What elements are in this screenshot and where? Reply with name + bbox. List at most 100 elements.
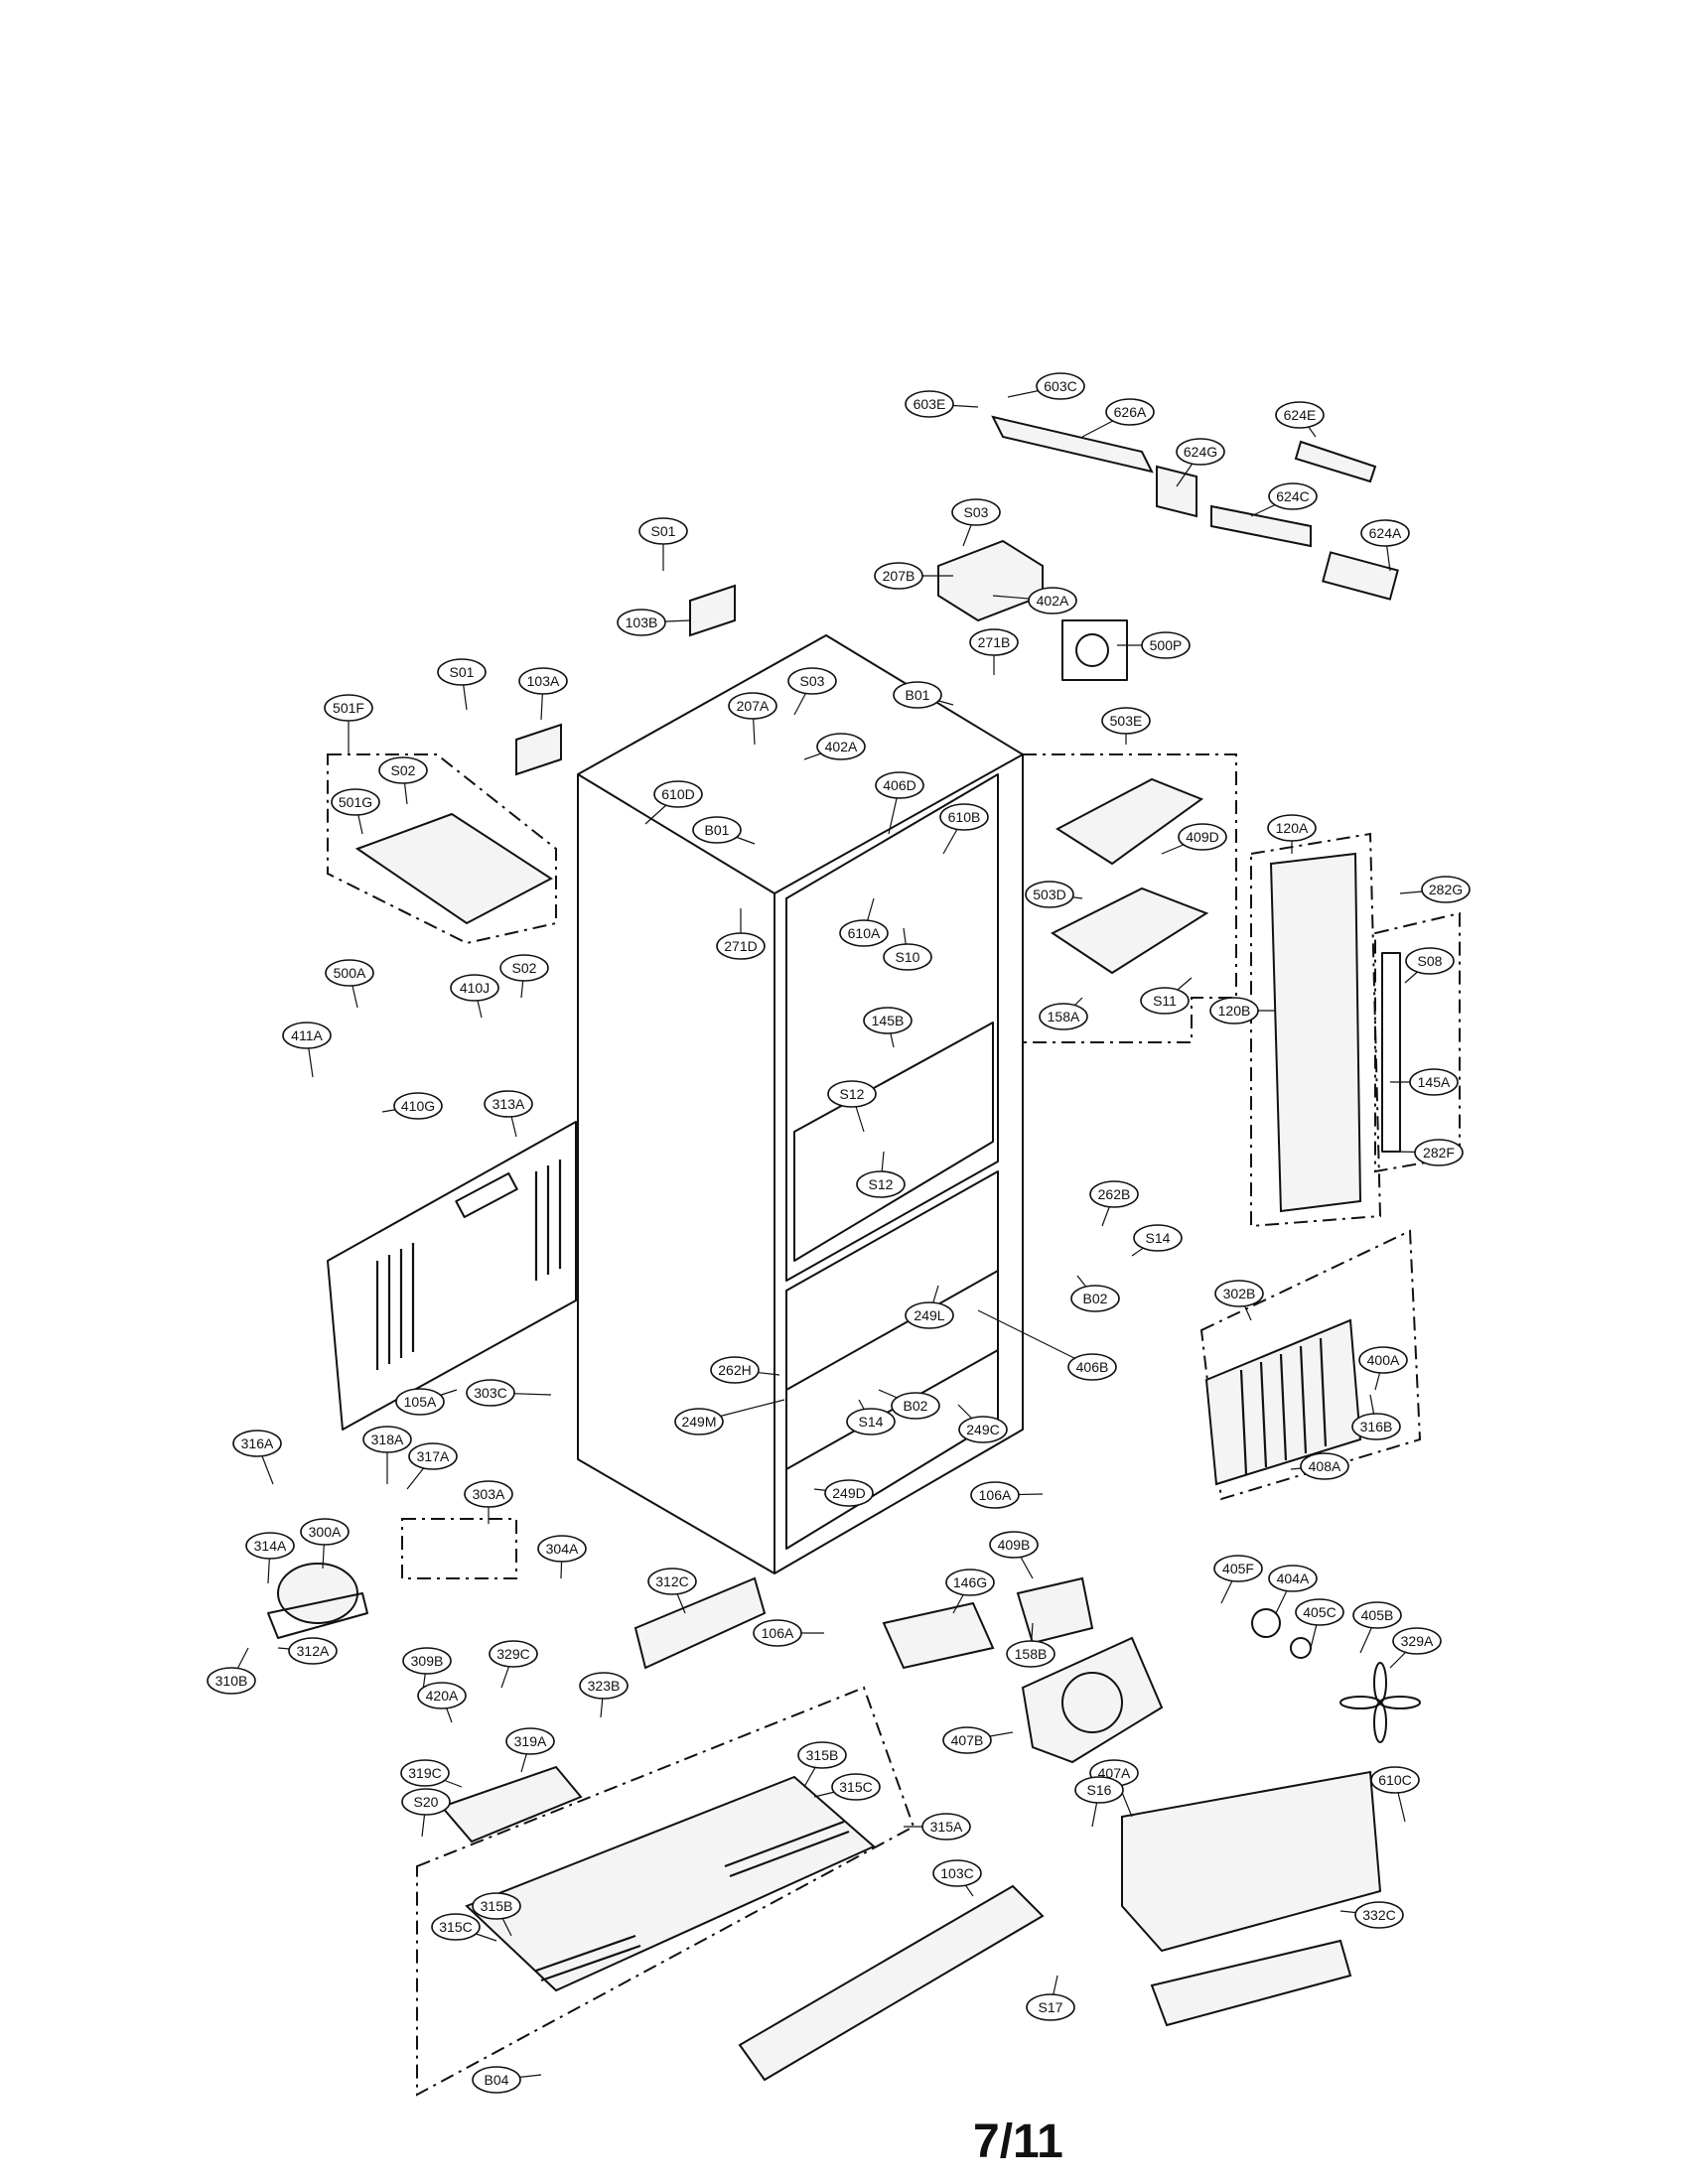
- callout-label: 408A: [1309, 1458, 1341, 1474]
- callout-label: 249L: [914, 1307, 944, 1323]
- callout-405C: 405C: [1295, 1598, 1344, 1649]
- rear-panel-vents: [375, 1160, 562, 1370]
- callout-bubble: [1358, 1346, 1408, 1374]
- callout-S03: S03: [787, 667, 837, 716]
- callout-label: 411A: [291, 1027, 323, 1043]
- callout-S14: S14: [1131, 1224, 1183, 1257]
- callout-bubble: [921, 1813, 971, 1841]
- callout-label: 319A: [514, 1733, 547, 1749]
- callout-label: S20: [414, 1794, 439, 1810]
- callout-bubble: [1275, 401, 1325, 429]
- callout-label: 271B: [978, 634, 1011, 650]
- callout-bubble: [1140, 987, 1190, 1015]
- callout-label: 406B: [1076, 1359, 1109, 1375]
- callout-label: 410G: [401, 1098, 435, 1114]
- callout-317A: 317A: [406, 1442, 458, 1490]
- callout-bubble: [1354, 1901, 1404, 1929]
- callout-label: 404A: [1277, 1570, 1310, 1586]
- callout-bubble: [1268, 1565, 1318, 1592]
- callout-label: S17: [1039, 1999, 1063, 2015]
- callout-label: S02: [391, 762, 416, 778]
- callout-label: 271D: [724, 938, 757, 954]
- callout-410J: 410J: [450, 974, 499, 1019]
- callout-249M: 249M: [674, 1399, 785, 1435]
- callout-label: 313A: [492, 1096, 525, 1112]
- callout-316B: 316B: [1351, 1394, 1401, 1440]
- callout-bubble: [958, 1416, 1008, 1443]
- callout-145A: 145A: [1390, 1068, 1459, 1096]
- callout-S02: S02: [378, 756, 428, 805]
- callout-bubble: [450, 974, 499, 1002]
- callout-bubble: [816, 733, 866, 760]
- callout-label: 303C: [474, 1385, 506, 1401]
- callout-label: S10: [896, 949, 920, 965]
- callout-label: B02: [1083, 1291, 1108, 1306]
- callout-207B: 207B: [874, 562, 953, 590]
- callout-bubble: [1409, 1068, 1459, 1096]
- callout-271B: 271B: [969, 628, 1019, 675]
- callout-bubble: [970, 1481, 1020, 1509]
- callout-bubble: [839, 919, 889, 947]
- callout-label: 624C: [1276, 488, 1309, 504]
- callout-405F: 405F: [1213, 1555, 1263, 1604]
- callout-303C: 303C: [466, 1379, 552, 1407]
- callout-bubble: [716, 932, 766, 960]
- callout-bubble: [827, 1080, 877, 1108]
- callout-bubble: [1026, 1993, 1075, 2021]
- callout-bubble: [417, 1682, 467, 1709]
- callout-bubble: [1421, 876, 1471, 903]
- callout-label: 318A: [371, 1432, 404, 1447]
- base-tray-assembly: [416, 1686, 915, 2097]
- callout-bubble: [300, 1518, 350, 1546]
- callout-label: 329A: [1401, 1633, 1434, 1649]
- callout-bubble: [400, 1759, 450, 1787]
- callout-label: 500P: [1150, 637, 1183, 653]
- callout-B02: B02: [1070, 1275, 1120, 1312]
- callout-409B: 409B: [989, 1531, 1039, 1579]
- callout-label: 329C: [496, 1646, 529, 1662]
- callout-282G: 282G: [1399, 876, 1471, 903]
- callout-label: 624G: [1184, 444, 1217, 460]
- callout-label: 106A: [762, 1625, 794, 1641]
- callout-158A: 158A: [1039, 997, 1088, 1030]
- callout-B04: B04: [472, 2066, 542, 2094]
- callout-610A: 610A: [839, 897, 889, 947]
- callout-label: 319C: [408, 1765, 441, 1781]
- condenser-fins: [1239, 1337, 1328, 1475]
- callout-106A: 106A: [753, 1619, 824, 1647]
- callout-label: 249M: [681, 1414, 716, 1430]
- callout-503E: 503E: [1101, 707, 1151, 745]
- callout-316A: 316A: [232, 1430, 282, 1485]
- callout-label: 304A: [546, 1541, 579, 1557]
- callout-bubble: [362, 1426, 412, 1453]
- evaporator-cover: [1250, 832, 1461, 1228]
- page-number: 7/11: [973, 2116, 1063, 2168]
- callout-402A: 402A: [992, 587, 1077, 614]
- callout-bubble: [464, 1480, 513, 1508]
- callout-label: 315C: [439, 1919, 472, 1935]
- callout-label: 282F: [1423, 1145, 1455, 1160]
- callout-bubble: [207, 1667, 256, 1695]
- callout-bubble: [638, 517, 688, 545]
- callout-bubble: [1176, 438, 1225, 466]
- callout-bubble: [402, 1647, 452, 1675]
- callout-label: S01: [651, 523, 676, 539]
- callout-leader: [977, 1309, 1093, 1368]
- callout-label: 262B: [1098, 1186, 1131, 1202]
- callout-bubble: [325, 959, 374, 987]
- callout-bubble: [1213, 1555, 1263, 1582]
- callout-bubble: [617, 609, 666, 636]
- kick-plate: [738, 1884, 1045, 2082]
- callout-label: S08: [1418, 953, 1443, 969]
- callout-label: 105A: [404, 1394, 437, 1410]
- callout-262B: 262B: [1089, 1180, 1139, 1227]
- callout-bubble: [989, 1531, 1039, 1559]
- callout-bubble: [863, 1007, 913, 1034]
- callout-420A: 420A: [417, 1682, 467, 1723]
- callout-304A: 304A: [537, 1535, 587, 1579]
- callout-bubble: [1101, 707, 1151, 735]
- callout-bubble: [753, 1619, 802, 1647]
- callout-S12: S12: [856, 1151, 906, 1198]
- callout-label: 420A: [426, 1688, 459, 1704]
- callout-label: 207A: [737, 698, 770, 714]
